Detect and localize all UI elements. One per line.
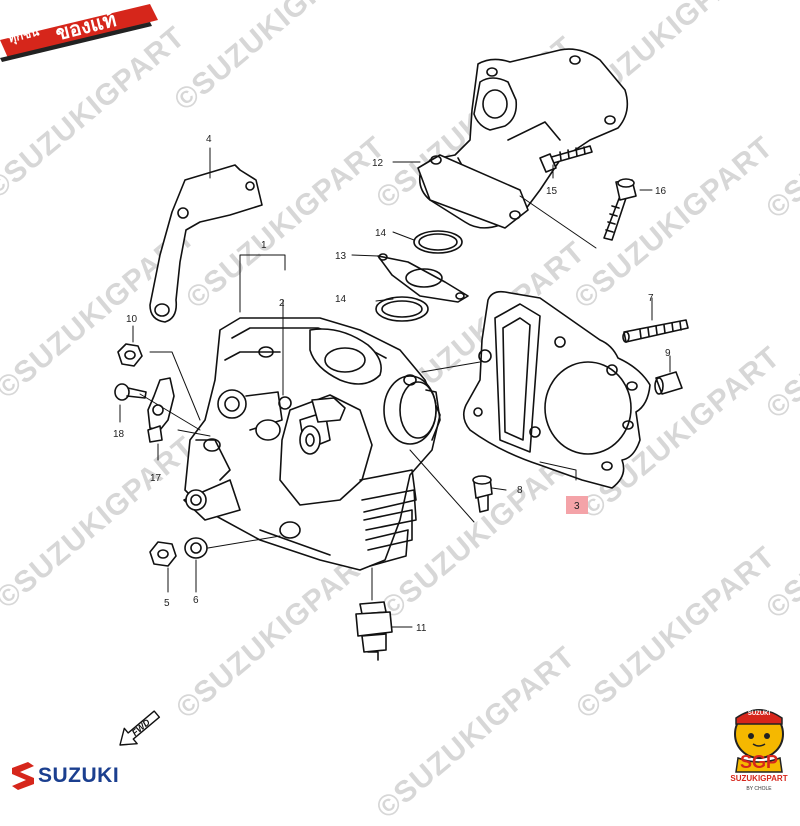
bolt-8 xyxy=(472,475,493,513)
mascot-initials: SGP xyxy=(739,752,778,772)
callout-4: 4 xyxy=(206,134,212,145)
spark-plug xyxy=(355,601,393,661)
callout-10: 10 xyxy=(126,314,138,325)
callout-5: 5 xyxy=(164,598,170,609)
callout-3-highlight xyxy=(566,496,588,514)
bracket xyxy=(149,164,263,323)
cylinder-head xyxy=(183,317,441,571)
intake-pipe xyxy=(417,48,629,229)
callout-6: 6 xyxy=(193,595,199,606)
o-ring-upper xyxy=(413,230,463,254)
callout-16: 16 xyxy=(655,186,667,197)
mascot-cap-text: SUZUKI xyxy=(747,711,771,717)
leader-lines xyxy=(119,147,671,628)
callout-13: 13 xyxy=(335,251,347,262)
dowel-pin xyxy=(654,371,683,395)
exploded-view-drawing: 4 1 2 3 7 9 8 12 14 13 14 15 16 11 10 18… xyxy=(113,48,689,746)
genuine-badge xyxy=(0,4,158,62)
mascot-subtitle: BY CHOLE xyxy=(746,786,772,792)
nut-10 xyxy=(117,343,143,367)
suzuki-logo-text: SUZUKI xyxy=(38,764,120,787)
callout-1: 1 xyxy=(261,240,267,251)
fwd-arrow-icon: FWD xyxy=(119,710,161,746)
callout-14-lower: 14 xyxy=(335,294,347,305)
callout-17: 17 xyxy=(150,473,162,484)
callout-labels: 4 1 2 3 7 9 8 12 14 13 14 15 16 11 10 18… xyxy=(113,134,671,634)
suzuki-s-logo-icon xyxy=(12,762,34,790)
cylinder-head-gasket xyxy=(462,290,651,489)
mascot-name: SUZUKIGPART xyxy=(730,774,788,783)
callout-14-upper: 14 xyxy=(375,228,387,239)
callout-11: 11 xyxy=(416,623,427,634)
bolt-16 xyxy=(603,178,637,241)
callout-8: 8 xyxy=(517,485,523,496)
callout-18: 18 xyxy=(113,429,125,440)
callout-7: 7 xyxy=(648,293,654,304)
bolt-18 xyxy=(114,383,147,401)
bolt-15 xyxy=(539,145,593,173)
clamp-17 xyxy=(147,377,175,443)
mascot-icon xyxy=(734,709,784,773)
callout-12: 12 xyxy=(372,158,384,169)
callout-15: 15 xyxy=(546,186,558,197)
washer-6 xyxy=(184,537,208,559)
insulator-gasket xyxy=(377,253,469,303)
o-ring-lower xyxy=(375,296,429,322)
nut-5 xyxy=(149,541,177,567)
callout-2: 2 xyxy=(279,298,285,309)
stud-bolt xyxy=(622,319,689,343)
callout-3: 3 xyxy=(574,501,580,512)
callout-9: 9 xyxy=(665,348,671,359)
o-ring-small xyxy=(278,396,292,410)
